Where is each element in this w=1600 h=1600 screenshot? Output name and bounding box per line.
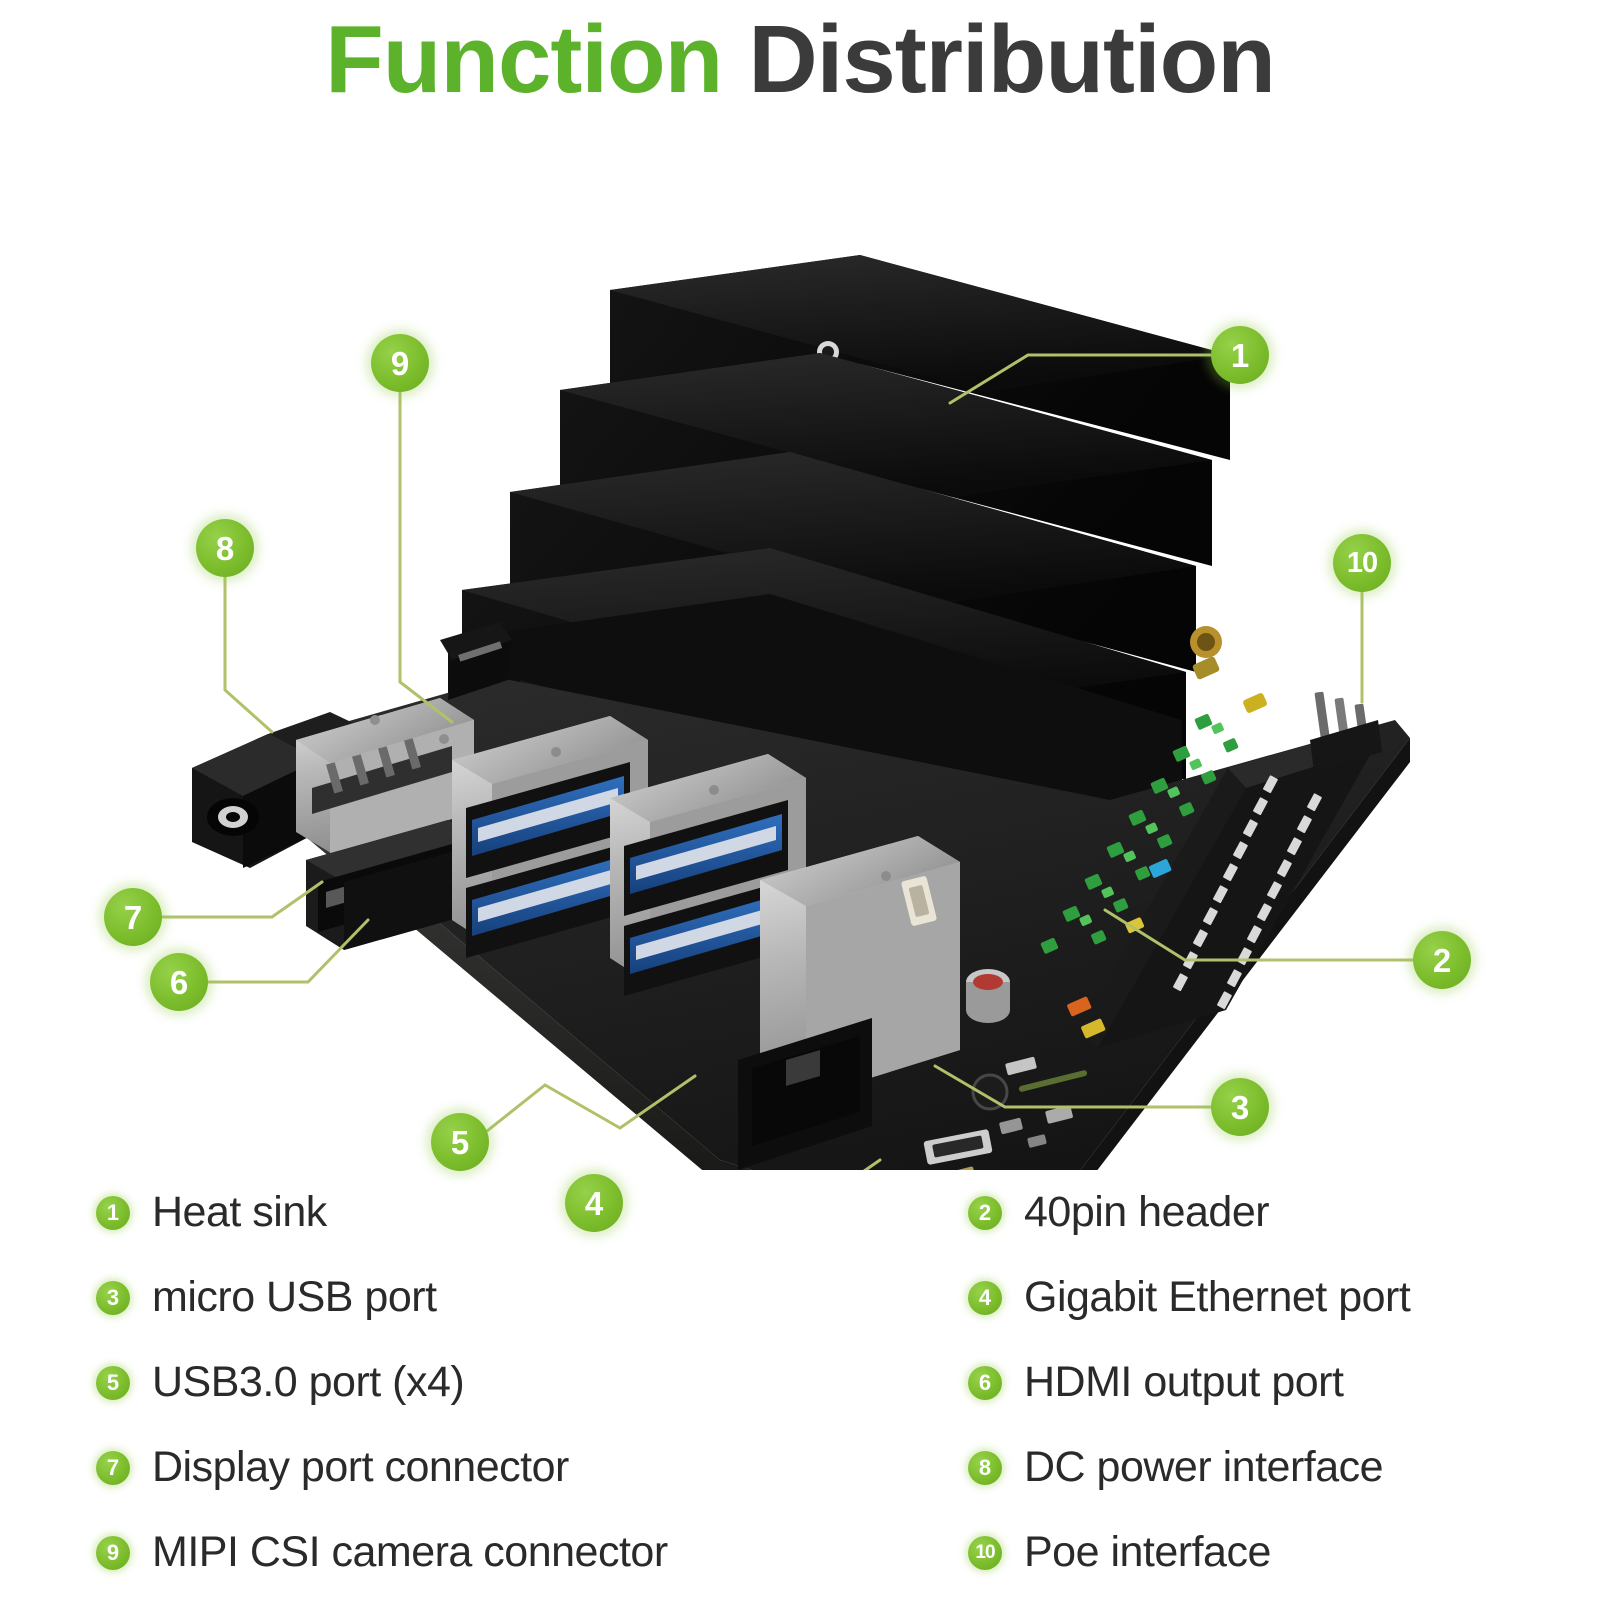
legend-badge-7: 7	[96, 1450, 130, 1485]
callout-badge-4[interactable]: 4	[565, 1174, 623, 1232]
callout-badge-6[interactable]: 6	[150, 953, 208, 1011]
legend-badge-9: 9	[96, 1535, 130, 1570]
legend-label-8: DC power interface	[1024, 1443, 1384, 1491]
callout-badge-10[interactable]: 10	[1333, 534, 1391, 592]
leader-line-1	[948, 353, 1213, 405]
legend-item-9[interactable]: 9 MIPI CSI camera connector	[96, 1510, 876, 1595]
leader-line-5	[485, 1074, 697, 1133]
legend-label-10: Poe interface	[1024, 1528, 1271, 1576]
leader-line-3	[933, 1064, 1213, 1109]
capacitor	[966, 969, 1010, 1023]
board-illustration	[160, 255, 1415, 1170]
poe-header-pins	[1310, 691, 1382, 772]
legend-item-7[interactable]: 7 Display port connector	[96, 1425, 876, 1510]
legend-column-right: 2 40pin header 4 Gigabit Ethernet port 6…	[968, 1170, 1588, 1595]
legend-badge-1: 1	[96, 1195, 130, 1230]
legend-item-10[interactable]: 10 Poe interface	[968, 1510, 1588, 1595]
leader-line-6	[206, 918, 370, 984]
callout-badge-3[interactable]: 3	[1211, 1078, 1269, 1136]
callout-badge-7[interactable]: 7	[104, 888, 162, 946]
legend-badge-3: 3	[96, 1280, 130, 1315]
legend-item-3[interactable]: 3 micro USB port	[96, 1255, 876, 1340]
legend-label-2: 40pin header	[1024, 1188, 1270, 1236]
hdmi-port	[306, 820, 486, 950]
product-photo: 1 2 3 4 5 6 7 8 9 10	[0, 120, 1600, 1232]
legend-badge-5: 5	[96, 1365, 130, 1400]
legend-badge-6: 6	[968, 1365, 1002, 1400]
callout-badge-5[interactable]: 5	[431, 1113, 489, 1171]
usb3-port-block-a	[452, 716, 648, 958]
legend-label-4: Gigabit Ethernet port	[1024, 1273, 1411, 1321]
legend-item-8[interactable]: 8 DC power interface	[968, 1425, 1588, 1510]
page-title: Function Distribution	[0, 0, 1600, 120]
display-port-connector	[296, 698, 474, 856]
smd-components-field	[1040, 656, 1267, 1039]
leader-line-7	[160, 880, 324, 919]
title-word-dark: Distribution	[748, 6, 1276, 113]
legend-badge-10: 10	[968, 1535, 1002, 1570]
legend-item-4[interactable]: 4 Gigabit Ethernet port	[968, 1255, 1588, 1340]
legend: 1 Heat sink 3 micro USB port 5 USB3.0 po…	[0, 1170, 1600, 1600]
legend-badge-4: 4	[968, 1280, 1002, 1315]
dc-power-jack	[192, 712, 372, 868]
legend-label-1: Heat sink	[152, 1188, 327, 1236]
legend-label-5: USB3.0 port (x4)	[152, 1358, 465, 1406]
legend-label-7: Display port connector	[152, 1443, 569, 1491]
title-word-green: Function	[325, 6, 723, 113]
fan-connector	[901, 876, 937, 926]
legend-label-6: HDMI output port	[1024, 1358, 1344, 1406]
legend-label-3: micro USB port	[152, 1273, 437, 1321]
leader-lines	[160, 353, 1415, 1170]
legend-badge-8: 8	[968, 1450, 1002, 1485]
callout-badge-2[interactable]: 2	[1413, 931, 1471, 989]
legend-item-1[interactable]: 1 Heat sink	[96, 1170, 876, 1255]
legend-item-6[interactable]: 6 HDMI output port	[968, 1340, 1588, 1425]
leader-line-2	[1103, 908, 1415, 962]
callout-badge-9[interactable]: 9	[371, 334, 429, 392]
callout-badge-1[interactable]: 1	[1211, 326, 1269, 384]
legend-item-2[interactable]: 2 40pin header	[968, 1170, 1588, 1255]
leader-line-9	[398, 390, 454, 724]
pcb-components	[923, 1056, 1088, 1170]
legend-label-9: MIPI CSI camera connector	[152, 1528, 668, 1576]
mipi-csi-connector	[440, 622, 512, 700]
legend-item-5[interactable]: 5 USB3.0 port (x4)	[96, 1340, 876, 1425]
callout-badge-8[interactable]: 8	[196, 519, 254, 577]
legend-badge-2: 2	[968, 1195, 1002, 1230]
legend-column-left: 1 Heat sink 3 micro USB port 5 USB3.0 po…	[96, 1170, 876, 1595]
leader-line-8	[223, 575, 274, 734]
